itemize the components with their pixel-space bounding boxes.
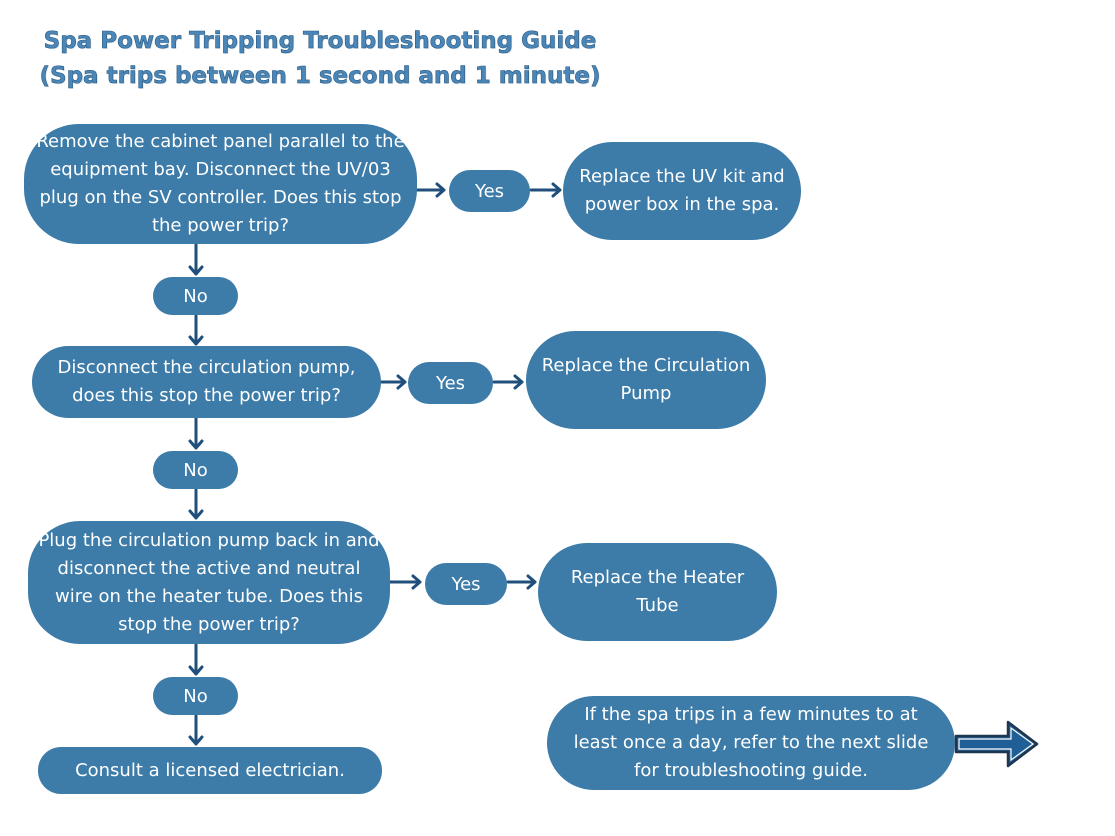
- action-2-text: Replace the Circulation Pump: [541, 355, 751, 404]
- question-1-node: Remove the cabinet panel parallel to the…: [24, 124, 417, 244]
- question-1-text: Remove the cabinet panel parallel to the…: [36, 131, 405, 236]
- next-slide-arrow-icon: [954, 720, 1039, 768]
- arrow-no-to-q3: [188, 488, 204, 520]
- question-3-node: Plug the circulation pump back in and di…: [28, 521, 390, 644]
- page-title: Spa Power Tripping Troubleshooting Guide…: [20, 24, 620, 94]
- yes-label-2: Yes: [408, 362, 493, 404]
- title-line-2: (Spa trips between 1 second and 1 minute…: [39, 63, 601, 90]
- title-line-1: Spa Power Tripping Troubleshooting Guide: [43, 28, 597, 55]
- arrow-yes-to-action2: [492, 374, 524, 390]
- final-action-node: Consult a licensed electrician.: [38, 747, 382, 794]
- arrow-yes-to-action1: [529, 182, 562, 198]
- arrow-q3-to-yes: [388, 574, 422, 590]
- final-action-text: Consult a licensed electrician.: [75, 759, 345, 781]
- question-3-text: Plug the circulation pump back in and di…: [38, 529, 380, 635]
- yes-label-1: Yes: [449, 170, 530, 212]
- arrow-q3-to-no: [188, 642, 204, 676]
- action-2-node: Replace the Circulation Pump: [526, 331, 766, 429]
- no-label-2: No: [153, 451, 238, 489]
- question-2-text: Disconnect the circulation pump, does th…: [57, 357, 356, 406]
- question-2-node: Disconnect the circulation pump, does th…: [32, 346, 381, 418]
- no-label-1: No: [153, 277, 238, 315]
- arrow-q2-to-no: [188, 416, 204, 450]
- action-3-text: Replace the Heater Tube: [570, 567, 745, 616]
- arrow-q2-to-yes: [379, 374, 407, 390]
- arrow-q1-to-yes: [415, 182, 446, 198]
- next-slide-note: If the spa trips in a few minutes to at …: [547, 696, 955, 790]
- arrow-no-to-q2: [188, 314, 204, 346]
- action-3-node: Replace the Heater Tube: [538, 543, 777, 641]
- action-1-node: Replace the UV kit and power box in the …: [563, 142, 801, 240]
- arrow-yes-to-action3: [506, 574, 537, 590]
- arrow-no-to-final: [188, 714, 204, 746]
- no-label-3: No: [153, 677, 238, 715]
- next-slide-note-text: If the spa trips in a few minutes to at …: [573, 704, 929, 781]
- action-1-text: Replace the UV kit and power box in the …: [579, 166, 785, 215]
- arrow-q1-to-no: [188, 242, 204, 276]
- yes-label-3: Yes: [425, 563, 507, 605]
